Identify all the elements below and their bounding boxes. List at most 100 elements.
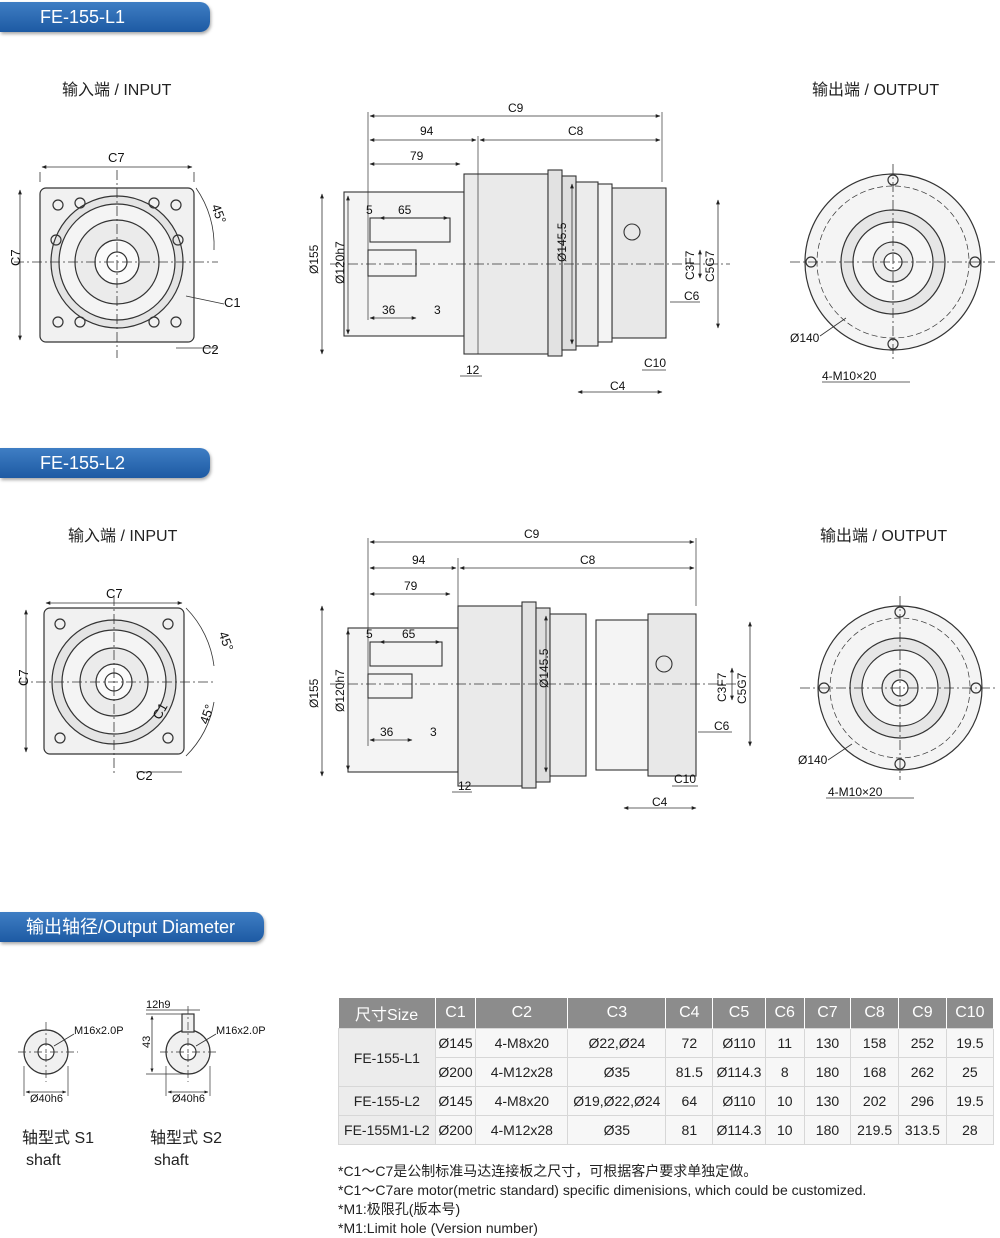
shaft-s2 (146, 1006, 218, 1096)
shaft-s1-caption: 轴型式 S1 shaft (22, 1128, 94, 1172)
svg-text:C8: C8 (580, 553, 596, 567)
svg-text:C8: C8 (568, 124, 584, 138)
table-cell: Ø200 (434, 1115, 477, 1145)
table-cell: Ø110 (712, 1086, 766, 1116)
shaft-s2-cn: 轴型式 S2 (150, 1130, 223, 1147)
svg-text:3: 3 (434, 303, 441, 317)
svg-text:36: 36 (380, 725, 394, 739)
table-cell: Ø114.3 (712, 1057, 766, 1087)
table-cell: 158 (850, 1028, 899, 1058)
table-cell: 81.5 (665, 1057, 714, 1087)
svg-text:C3F7: C3F7 (715, 672, 729, 702)
note-line: *M1:极限孔(版本号) (338, 1201, 461, 1217)
svg-text:C5G7: C5G7 (703, 250, 717, 282)
table-cell: 8 (764, 1057, 805, 1087)
table-row: FE-155-L1 Ø145 4-M8x20 Ø22,Ø24 72 Ø110 1… (338, 1028, 995, 1087)
table-cell: 180 (803, 1057, 852, 1087)
table-cell: 81 (665, 1115, 714, 1145)
svg-text:3: 3 (430, 725, 437, 739)
table-cell: 313.5 (898, 1115, 947, 1145)
side-view-l1 (320, 112, 730, 394)
table-cell: Ø19,Ø22,Ø24 (567, 1086, 667, 1116)
note-line: *C1～C7是公制标准马达连接板之尺寸，可根据客户要求单独定做。 (338, 1163, 758, 1179)
table-cell: 252 (898, 1028, 947, 1058)
model-cell: FE-155-L2 (338, 1086, 436, 1116)
shaft-s2-labels: 12h9 43 M16x2.0P Ø40h6 (141, 999, 266, 1105)
svg-text:Ø155: Ø155 (307, 244, 321, 274)
drawing-l2: C7 C7 45° 45° C1 C2 (16, 527, 996, 810)
input-view-l2 (18, 596, 216, 774)
svg-text:C2: C2 (202, 342, 219, 357)
table-cell: 64 (665, 1086, 714, 1116)
svg-text:C6: C6 (714, 719, 730, 733)
svg-text:C9: C9 (508, 101, 524, 115)
svg-text:Ø120h7: Ø120h7 (333, 669, 347, 712)
side-view-l2-labels: C9 94 C8 79 5 65 36 3 12 Ø155 Ø120h7 Ø14… (307, 527, 749, 809)
table-cell: 296 (898, 1086, 947, 1116)
table-cell: Ø145 (434, 1028, 477, 1058)
svg-text:94: 94 (420, 124, 434, 138)
table-cell: 4-M8x20 (475, 1028, 569, 1058)
col-header-c10: C10 (946, 998, 995, 1029)
table-cell: Ø145 (434, 1086, 477, 1116)
section-tag-l2: FE-155-L2 (0, 448, 210, 478)
svg-text:65: 65 (398, 203, 412, 217)
svg-text:C7: C7 (106, 586, 123, 601)
svg-text:Ø155: Ø155 (307, 678, 321, 708)
table-cell: Ø35 (567, 1115, 667, 1145)
svg-text:4-M10×20: 4-M10×20 (828, 785, 883, 799)
table-cell: 130 (803, 1086, 852, 1116)
svg-text:65: 65 (402, 627, 416, 641)
svg-text:4-M10×20: 4-M10×20 (822, 369, 877, 383)
table-cell: 10 (764, 1115, 805, 1145)
side-view-l2 (320, 538, 752, 810)
col-header-c5: C5 (712, 998, 766, 1029)
svg-text:C5G7: C5G7 (735, 672, 749, 704)
svg-text:5: 5 (366, 203, 373, 217)
table-cell: 72 (665, 1028, 714, 1058)
svg-text:C7: C7 (16, 669, 31, 686)
input-view-l1-labels: C7 C7 45° C1 C2 (8, 150, 241, 357)
table-cell: 11 (764, 1028, 805, 1058)
col-header-c3: C3 (567, 998, 667, 1029)
shaft-drawings: M16x2.0P Ø40h6 12h9 43 M16x2.0P Ø40h6 (18, 999, 266, 1105)
section-tag-output-diameter: 输出轴径/Output Diameter (0, 912, 264, 942)
output-view-l2-labels: Ø140 4-M10×20 (798, 753, 883, 799)
shaft-s1 (18, 1022, 78, 1096)
svg-text:45°: 45° (216, 629, 237, 653)
svg-text:C7: C7 (108, 150, 125, 165)
size-spec-table: 尺寸Size C1 C2 C3 C4 C5 C6 C7 C8 C9 C10 FE… (338, 998, 995, 1145)
shaft-s1-labels: M16x2.0P Ø40h6 (30, 1025, 124, 1105)
col-header-c7: C7 (804, 998, 852, 1029)
output-view-label-l2: 输出端 / OUTPUT (820, 528, 948, 545)
table-row: FE-155-L2 Ø145 4-M8x20 Ø19,Ø22,Ø24 64 Ø1… (338, 1086, 995, 1116)
table-cell: 4-M12x28 (475, 1115, 569, 1145)
table-header-row: 尺寸Size C1 C2 C3 C4 C5 C6 C7 C8 C9 C10 (338, 998, 995, 1029)
table-cell: 28 (945, 1115, 995, 1145)
svg-text:5: 5 (366, 627, 373, 641)
svg-text:Ø40h6: Ø40h6 (30, 1093, 63, 1105)
note-line: *C1～C7are motor(metric standard) specifi… (338, 1182, 867, 1198)
col-header-size: 尺寸Size (338, 998, 436, 1029)
svg-text:79: 79 (410, 149, 424, 163)
table-cell: Ø110 (712, 1028, 766, 1058)
svg-text:12: 12 (466, 363, 480, 377)
table-cell: Ø114.3 (712, 1115, 766, 1145)
input-view-label-l1: 输入端 / INPUT (62, 82, 172, 99)
svg-text:C10: C10 (674, 772, 696, 786)
output-view-label-l1: 输出端 / OUTPUT (812, 82, 940, 99)
svg-text:43: 43 (141, 1036, 153, 1048)
svg-text:36: 36 (382, 303, 396, 317)
shaft-s2-en: shaft (154, 1152, 189, 1169)
table-row: FE-155M1-L2 Ø200 4-M12x28 Ø35 81 Ø114.3 … (338, 1115, 995, 1145)
svg-text:C4: C4 (652, 795, 668, 809)
col-header-c6: C6 (765, 998, 805, 1029)
table-cell: 168 (850, 1057, 899, 1087)
side-view-l1-labels: C9 94 C8 79 5 65 36 3 12 Ø155 Ø120h7 Ø14… (307, 101, 717, 393)
table-cell: 262 (898, 1057, 947, 1087)
table-cell: Ø35 (567, 1057, 667, 1087)
table-cell: 130 (803, 1028, 852, 1058)
svg-text:M16x2.0P: M16x2.0P (74, 1025, 124, 1037)
model-cell: FE-155-L1 (338, 1028, 436, 1087)
svg-text:Ø145.5: Ø145.5 (537, 648, 551, 688)
